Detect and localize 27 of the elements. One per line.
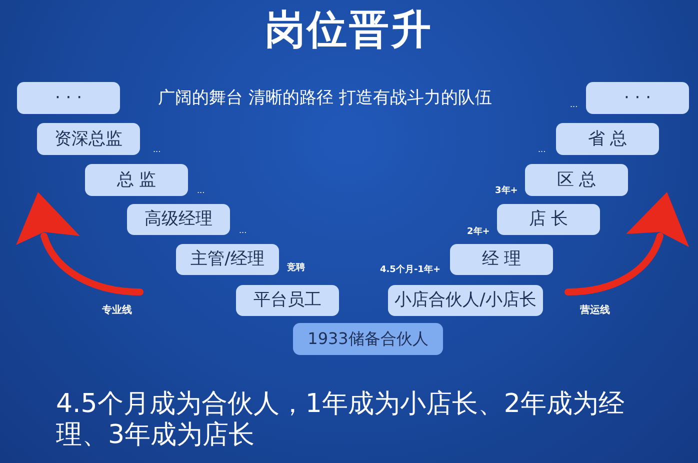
ellipsis: ... bbox=[197, 186, 205, 196]
position-box: 小店合伙人/小店长 bbox=[388, 285, 543, 316]
position-box: · · · bbox=[17, 82, 120, 114]
ellipsis: ... bbox=[153, 145, 161, 155]
duration-label: 4.5个月-1年+ bbox=[380, 264, 440, 276]
track-label: 营运线 bbox=[580, 305, 610, 317]
position-box: 总 监 bbox=[85, 164, 188, 196]
position-box: 省 总 bbox=[556, 123, 659, 155]
position-box: · · · bbox=[586, 82, 689, 114]
subtitle: 广阔的舞台 清晰的路径 打造有战斗力的队伍 bbox=[158, 88, 492, 108]
duration-label: 2年+ bbox=[467, 226, 490, 238]
ellipsis: ... bbox=[239, 226, 247, 236]
track-label: 专业线 bbox=[102, 305, 132, 317]
title: 岗位晋升 bbox=[265, 6, 433, 54]
position-box: 平台员工 bbox=[236, 285, 339, 316]
ellipsis: ... bbox=[570, 100, 578, 110]
ellipsis: ... bbox=[538, 145, 546, 155]
summary-text: 4.5个月成为合伙人，1年成为小店长、2年成为经理、3年成为店长 bbox=[56, 389, 626, 452]
position-box: 区 总 bbox=[525, 164, 628, 196]
position-box: 1933储备合伙人 bbox=[293, 323, 443, 355]
position-box: 经 理 bbox=[450, 244, 553, 275]
position-box: 资深总监 bbox=[37, 123, 140, 155]
position-box: 主管/经理 bbox=[176, 244, 279, 275]
annotation: 竞聘 bbox=[287, 263, 305, 274]
duration-label: 3年+ bbox=[495, 184, 518, 197]
position-box: 高级经理 bbox=[127, 204, 230, 235]
position-box: 店 长 bbox=[497, 204, 600, 235]
